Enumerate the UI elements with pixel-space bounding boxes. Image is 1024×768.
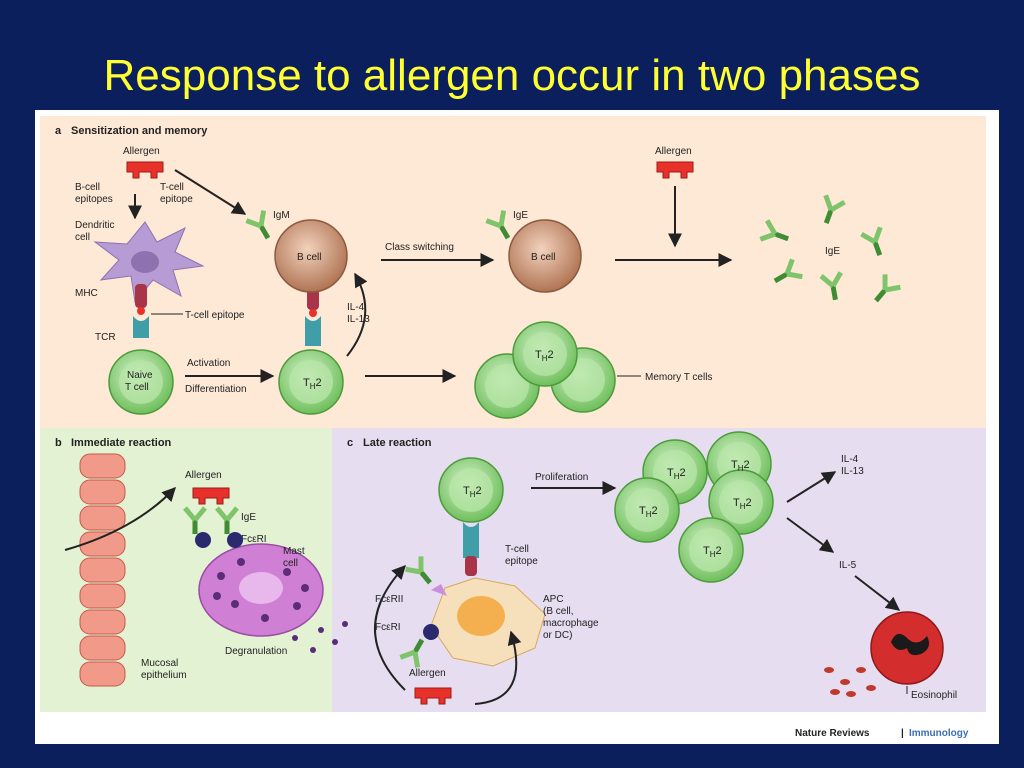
fceri-receptor-2 — [227, 532, 243, 548]
ige-label-a2: IgE — [825, 246, 840, 257]
th2-label-prolif-5: TH2 — [703, 545, 722, 559]
tcr-b — [305, 316, 321, 346]
arrow-il4-feedback — [346, 272, 368, 357]
eosinophil-granules — [824, 667, 876, 697]
th2-label-a: TH2 — [303, 377, 322, 391]
mucosal-epithelium — [79, 453, 126, 687]
allergen-label-a: Allergen — [123, 146, 160, 157]
credit-separator: | — [901, 728, 904, 739]
igm-label: IgM — [273, 210, 290, 221]
eosinophil-label: Eosinophil — [911, 690, 957, 701]
credit-journal: Nature Reviews — [795, 728, 870, 739]
t-cell-epitope-top-label-2: epitope — [160, 194, 193, 205]
apc-label-3: macrophage — [543, 618, 599, 629]
allergy-figure: a Sensitization and memory Allergen B-ce… — [35, 110, 999, 744]
t-cell-epitope-label-c-2: epitope — [505, 556, 538, 567]
allergen-label-b: Allergen — [185, 470, 222, 481]
fceRII-receptor — [431, 584, 447, 596]
il4-label-a: IL-4 — [347, 302, 365, 313]
panel-a-heading: Sensitization and memory — [71, 125, 208, 137]
allergy-diagram: a Sensitization and memory Allergen B-ce… — [40, 116, 986, 739]
panel-b-heading: Immediate reaction — [71, 437, 172, 449]
mast-cell-granules — [213, 558, 348, 653]
arrow-apc-loop-right — [474, 630, 522, 705]
naive-t-cell-label-1: Naive — [127, 370, 153, 381]
ige-label-a: IgE — [513, 210, 528, 221]
fceRI-receptor-c — [423, 624, 439, 640]
il13-label-a: IL-13 — [347, 314, 370, 325]
activation-label: Activation — [187, 358, 230, 369]
arrow-to-eosinophil — [854, 575, 901, 611]
th2-label-c: TH2 — [463, 485, 482, 499]
panel-a-letter: a — [55, 125, 62, 137]
mhc-molecule — [135, 284, 147, 308]
dendritic-cell-label-2: cell — [75, 232, 90, 243]
panel-b-letter: b — [55, 437, 62, 449]
th2-label-prolif-1: TH2 — [667, 467, 686, 481]
apc-label-4: or DC) — [543, 630, 572, 641]
mucosal-epithelium-label-1: Mucosal — [141, 658, 178, 669]
arrow-allergen-entry — [64, 486, 176, 551]
dendritic-nucleus — [131, 251, 159, 273]
mast-cell-label-1: Mast — [283, 546, 305, 557]
naive-t-cell-label-2: T cell — [125, 382, 149, 393]
tcr-a — [133, 316, 149, 338]
eosinophil-nucleus — [891, 633, 929, 656]
panel-c-letter: c — [347, 437, 353, 449]
th2-label-memory: TH2 — [535, 349, 554, 363]
b-cell-epitopes-label-1: B-cell — [75, 182, 100, 193]
arrow-to-il4 — [786, 471, 837, 503]
fceri-label-b: FcεRI — [241, 534, 267, 545]
mhc-label: MHC — [75, 288, 98, 299]
allergen-label-c: Allergen — [409, 668, 446, 679]
b-cell-label-a: B cell — [297, 252, 321, 263]
t-cell-epitope-label: T-cell epitope — [185, 310, 245, 321]
slide-title: Response to allergen occur in two phases — [103, 51, 921, 100]
epitope-dot-b — [309, 309, 317, 317]
differentiation-label: Differentiation — [185, 384, 247, 395]
arrow-allergen-to-igm — [174, 169, 247, 215]
memory-t-cells-label: Memory T cells — [645, 372, 712, 383]
b-cell-label-2: B cell — [531, 252, 555, 263]
allergen-label-a2: Allergen — [655, 146, 692, 157]
apc-label-2: (B cell, — [543, 606, 574, 617]
b-cell-2 — [508, 219, 582, 293]
fceRII-label: FcεRII — [375, 594, 403, 605]
b-cell-epitopes-label-2: epitopes — [75, 194, 113, 205]
arrow-apc-loop-left — [374, 564, 406, 691]
apc-nucleus — [457, 596, 505, 636]
th2-label-prolif-2: TH2 — [731, 459, 750, 473]
tcr-c — [463, 522, 479, 558]
mhc-on-apc — [465, 556, 477, 576]
arrow-to-il5 — [786, 517, 835, 553]
ige-label-b: IgE — [241, 512, 256, 523]
credit-section: Immunology — [909, 728, 969, 739]
proliferation-label: Proliferation — [535, 472, 588, 483]
t-cell-epitope-dot — [137, 307, 145, 315]
class-switching-label: Class switching — [385, 242, 454, 253]
t-cell-epitope-label-c-1: T-cell — [505, 544, 529, 555]
th2-label-prolif-3: TH2 — [639, 505, 658, 519]
degranulation-label: Degranulation — [225, 646, 287, 657]
apc-label-1: APC — [543, 594, 564, 605]
il4-label-c: IL-4 — [841, 454, 859, 465]
mucosal-epithelium-label-2: epithelium — [141, 670, 187, 681]
t-cell-epitope-top-label-1: T-cell — [160, 182, 184, 193]
panel-c-heading: Late reaction — [363, 437, 432, 449]
mast-cell-label-2: cell — [283, 558, 298, 569]
fceRI-label-c: FcεRI — [375, 622, 401, 633]
il13-label-c: IL-13 — [841, 466, 864, 477]
il5-label: IL-5 — [839, 560, 857, 571]
th2-label-prolif-4: TH2 — [733, 497, 752, 511]
dendritic-cell-label-1: Dendritic — [75, 220, 114, 231]
tcr-label: TCR — [95, 332, 116, 343]
mast-cell-nucleus — [239, 572, 283, 604]
fceri-receptor-1 — [195, 532, 211, 548]
b-cell-a — [274, 219, 348, 293]
